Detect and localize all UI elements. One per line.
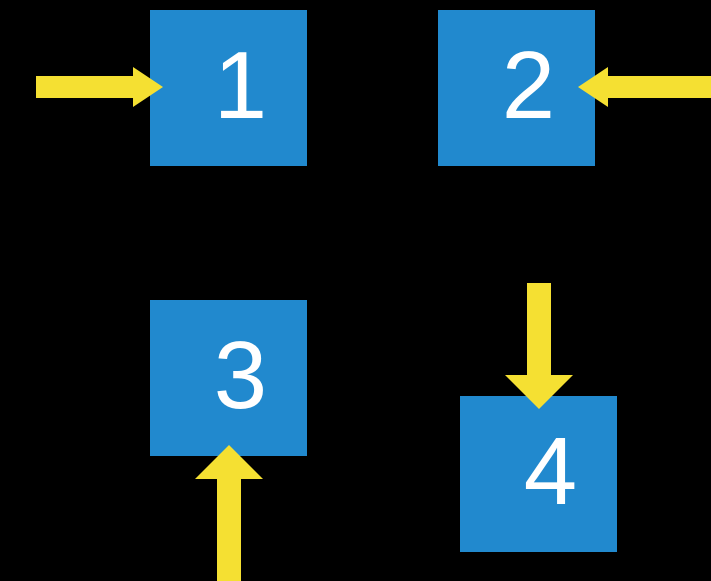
- node-label-4: 4: [523, 418, 578, 525]
- node-box-3[interactable]: 3: [150, 300, 307, 456]
- arrow-up-icon[interactable]: [195, 445, 263, 581]
- node-label-3: 3: [213, 322, 268, 429]
- node-label-2: 2: [501, 32, 556, 139]
- node-label-1: 1: [213, 32, 268, 139]
- arrow-right-icon[interactable]: [36, 67, 163, 107]
- node-box-4[interactable]: 4: [460, 396, 617, 552]
- node-box-2[interactable]: 2: [438, 10, 595, 166]
- node-box-1[interactable]: 1: [150, 10, 307, 166]
- arrow-down-icon[interactable]: [505, 283, 573, 409]
- arrow-left-icon[interactable]: [578, 67, 711, 107]
